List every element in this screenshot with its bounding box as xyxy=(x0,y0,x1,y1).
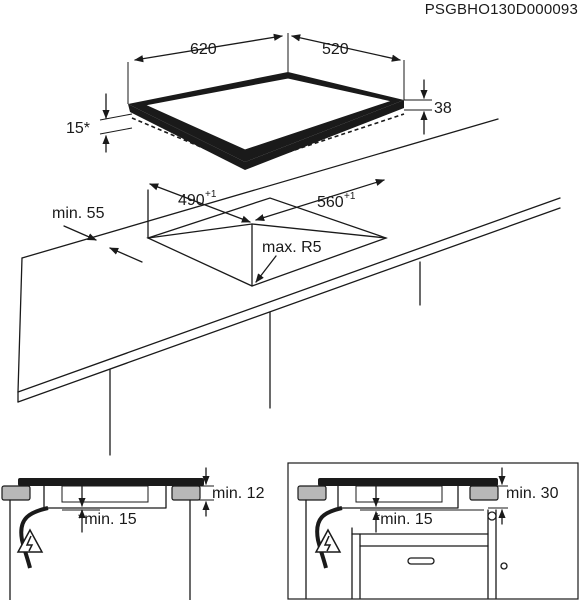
left-worktop-block-2 xyxy=(171,485,201,501)
detail-left: min. 12 *min. 15 xyxy=(1,467,265,601)
hob-height-label: 38 xyxy=(434,100,452,117)
document-code: PSGBHO130D000093 xyxy=(425,1,578,18)
right-electric-warning-icon xyxy=(314,528,342,553)
hob-glass xyxy=(143,77,394,151)
cutout-edge-label: min. 55 xyxy=(52,205,105,222)
hob-depth-label: 520 xyxy=(322,41,349,58)
right-top-label: min. 30 xyxy=(506,485,559,502)
hob-surround-dimension: 15* xyxy=(66,93,133,153)
left-below-label: *min. 15 xyxy=(78,511,137,528)
right-detail-frame xyxy=(287,462,579,600)
left-hob-glass xyxy=(18,478,204,486)
right-worktop-block-1 xyxy=(297,485,327,501)
hob-side-right xyxy=(245,100,404,170)
cutout-radius-label: max. R5 xyxy=(262,239,322,256)
hob-height-dimension: 38 xyxy=(404,79,452,135)
left-worktop-block-1 xyxy=(1,485,31,501)
hob-depth-dimension: 520 xyxy=(291,34,405,100)
cutout-width-label: 490 xyxy=(178,192,205,209)
countertop xyxy=(17,118,561,456)
right-hob-glass xyxy=(318,478,498,486)
left-power-cable xyxy=(19,506,49,569)
left-hob-body xyxy=(43,485,167,509)
hob-width-label: 620 xyxy=(190,41,217,58)
cutout-depth-tolerance: +1 xyxy=(344,191,356,202)
hob-surround-label: 15* xyxy=(66,120,90,137)
right-power-cable xyxy=(315,506,343,569)
right-worktop-block-2 xyxy=(469,485,499,501)
cutout-width-tolerance: +1 xyxy=(205,189,217,200)
cutout-edge-dimension: min. 55 xyxy=(52,205,143,263)
right-hob-body xyxy=(337,485,459,509)
hob-base-dash xyxy=(131,113,405,167)
left-electric-warning-icon xyxy=(16,528,44,553)
cutout-radius-callout: max. R5 xyxy=(255,239,322,283)
right-oven-handle xyxy=(407,557,435,565)
countertop-front-edge xyxy=(17,197,561,393)
detail-right: min. 30 *min. 15 xyxy=(287,462,579,600)
cutout-depth-label: 560 xyxy=(317,194,344,211)
hob-side-front xyxy=(128,104,245,170)
cutout-depth-dimension: 560 +1 xyxy=(255,178,385,222)
hob-width-dimension: 620 xyxy=(127,33,289,104)
hob-unit xyxy=(128,72,405,170)
right-below-label: *min. 15 xyxy=(374,511,433,528)
cutout-width-dimension: 490 +1 xyxy=(149,183,251,223)
left-top-label: min. 12 xyxy=(212,485,265,502)
